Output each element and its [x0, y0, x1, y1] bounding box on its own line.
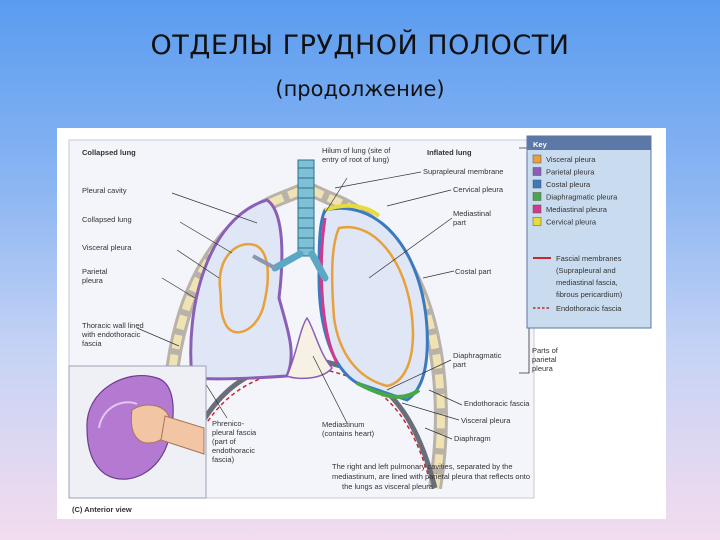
- label-mediastinal-2: part: [453, 218, 467, 227]
- key-fascial-3: mediastinal fascia,: [556, 278, 618, 287]
- key-swatch: [532, 179, 542, 189]
- label-diaphragm: Diaphragm: [454, 434, 491, 443]
- figure-panel: Collapsed lung Inflated lung Hilum of lu…: [57, 128, 666, 519]
- hilum-label-1: Hilum of lung (site of: [322, 146, 391, 155]
- key-item-label: Mediastinal pleura: [546, 205, 608, 214]
- label-mediastinal-1: Mediastinal: [453, 209, 491, 218]
- caption-line-2: mediastinum, are lined with parietal ple…: [332, 472, 530, 481]
- label-thoracic-3: fascia: [82, 339, 102, 348]
- label-thoracic-1: Thoracic wall lined: [82, 321, 144, 330]
- key-item-label: Costal pleura: [546, 180, 591, 189]
- key-heading: Key: [533, 140, 548, 149]
- key-fascial-2: (Suprapleural and: [556, 266, 616, 275]
- label-parietal-1: Parietal: [82, 267, 108, 276]
- key-item-label: Diaphragmatic pleura: [546, 193, 618, 202]
- inflated-lung: [330, 225, 415, 388]
- key-swatch: [532, 204, 542, 214]
- label-phrenico-1: Phrenico-: [212, 419, 245, 428]
- bronchi: [271, 250, 329, 282]
- label-costal: Costal part: [455, 267, 492, 276]
- label-pleural-cavity: Pleural cavity: [82, 186, 127, 195]
- collapsed-lung: [218, 243, 269, 334]
- label-visceral-pleura-left: Visceral pleura: [82, 243, 132, 252]
- key-swatch: [532, 167, 542, 176]
- caption-line-3: the lungs as visceral pleura.: [342, 482, 435, 491]
- label-mediastinum-2: (contains heart): [322, 429, 375, 438]
- key-item-label: Visceral pleura: [546, 155, 596, 164]
- label-suprapleural: Suprapleural membrane: [423, 167, 503, 176]
- label-thoracic-2: with endothoracic: [81, 330, 141, 339]
- cervical-pleura-line: [324, 203, 381, 218]
- label-diaphragmatic-1: Diaphragmatic: [453, 351, 502, 360]
- leader-lines: [136, 171, 463, 440]
- left-heading: Collapsed lung: [82, 148, 136, 157]
- diaphragmatic-pleura-line: [356, 381, 421, 399]
- page-title: ОТДЕЛЫ ГРУДНОЙ ПОЛОСТИ: [150, 30, 570, 61]
- label-phrenico-5: fascia): [212, 455, 235, 464]
- label-diaphragmatic-2: part: [453, 360, 467, 369]
- label-parts-3: pleura: [532, 364, 554, 373]
- label-parts-1: Parts of: [532, 346, 559, 355]
- key-fascial-1: Fascial membranes: [556, 254, 622, 263]
- right-heading: Inflated lung: [427, 148, 472, 157]
- mediastinal-pleura-line: [319, 217, 339, 364]
- key-fascial-4: fibrous pericardium): [556, 290, 623, 299]
- label-endothoracic: Endothoracic fascia: [464, 399, 530, 408]
- mediastinum: [286, 316, 333, 380]
- hilum-label-2: entry of root of lung): [322, 155, 390, 164]
- label-phrenico-4: endothoracic: [212, 446, 255, 455]
- key-item-label: Cervical pleura: [546, 218, 597, 227]
- label-parietal-2: pleura: [82, 276, 104, 285]
- trachea-rings: [298, 167, 314, 249]
- endothoracic-fascia-line: [180, 365, 430, 479]
- label-parts-2: parietal: [532, 355, 557, 364]
- caption-line-1: The right and left pulmonary cavities, s…: [332, 462, 513, 471]
- key-swatch: [532, 154, 542, 164]
- pleura-diagram: Collapsed lung Inflated lung Hilum of lu…: [68, 135, 652, 514]
- label-phrenico-2: pleural fascia: [212, 428, 257, 437]
- view-label: (C) Anterior view: [72, 505, 132, 514]
- label-visceral-right: Visceral pleura: [461, 416, 511, 425]
- key-swatch: [532, 192, 542, 201]
- label-collapsed-lung: Collapsed lung: [82, 215, 132, 224]
- inset-illustration: [68, 365, 207, 499]
- label-mediastinum-1: Mediastinum: [322, 420, 365, 429]
- key-swatch: [532, 217, 542, 226]
- label-phrenico-3: (part of: [212, 437, 237, 446]
- left-lung-root: [252, 254, 276, 270]
- page-subtitle: (продолжение): [275, 77, 445, 101]
- key-item-label: Parietal pleura: [546, 168, 595, 177]
- key-endothoracic: Endothoracic fascia: [556, 304, 622, 313]
- label-cervical: Cervical pleura: [453, 185, 504, 194]
